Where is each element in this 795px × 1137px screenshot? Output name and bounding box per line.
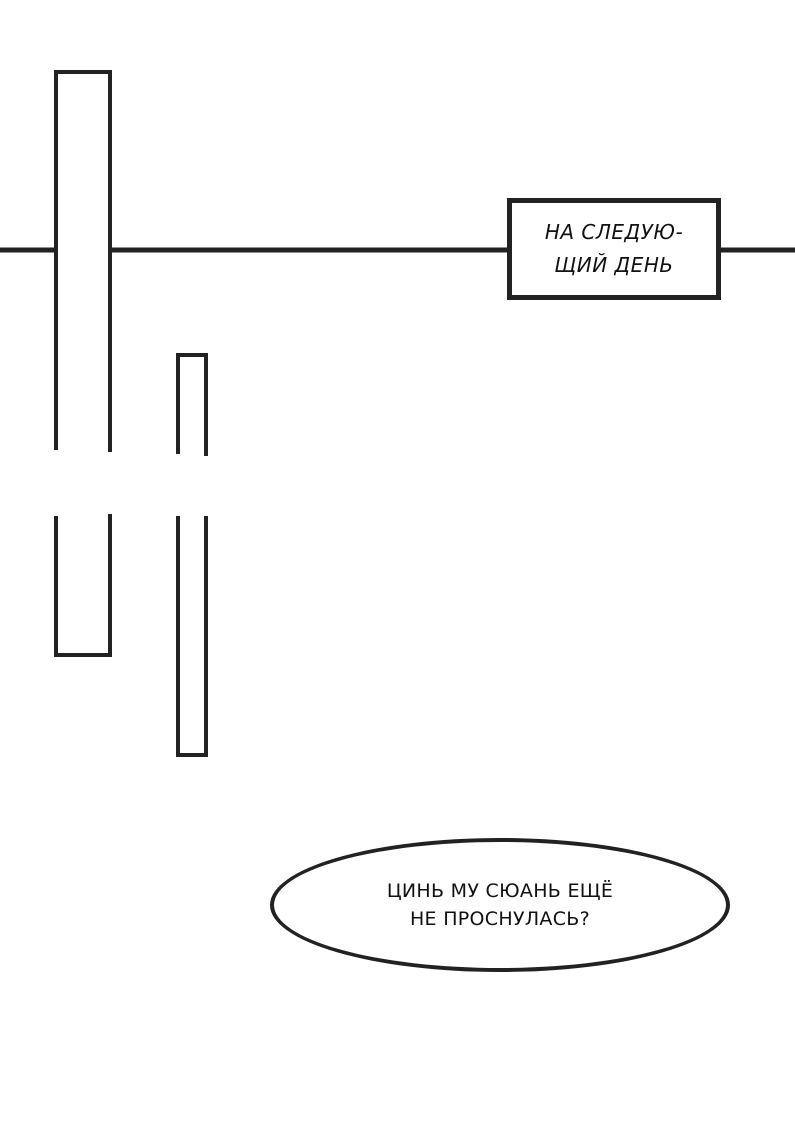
- narrow-bar-lower: [176, 516, 208, 757]
- speech-text: ЦИНЬ МУ СЮАНЬ ЕЩЁ НЕ ПРОСНУЛАСЬ?: [386, 880, 614, 930]
- tall-bar-upper: [54, 70, 112, 452]
- caption-box: НА СЛЕДУЮ- ЩИЙ ДЕНЬ: [507, 198, 721, 300]
- tall-bar-lower: [54, 514, 112, 657]
- narrow-bar-upper: [176, 353, 208, 456]
- speech-bubble: ЦИНЬ МУ СЮАНЬ ЕЩЁ НЕ ПРОСНУЛАСЬ?: [270, 838, 730, 972]
- caption-text: НА СЛЕДУЮ- ЩИЙ ДЕНЬ: [544, 220, 684, 277]
